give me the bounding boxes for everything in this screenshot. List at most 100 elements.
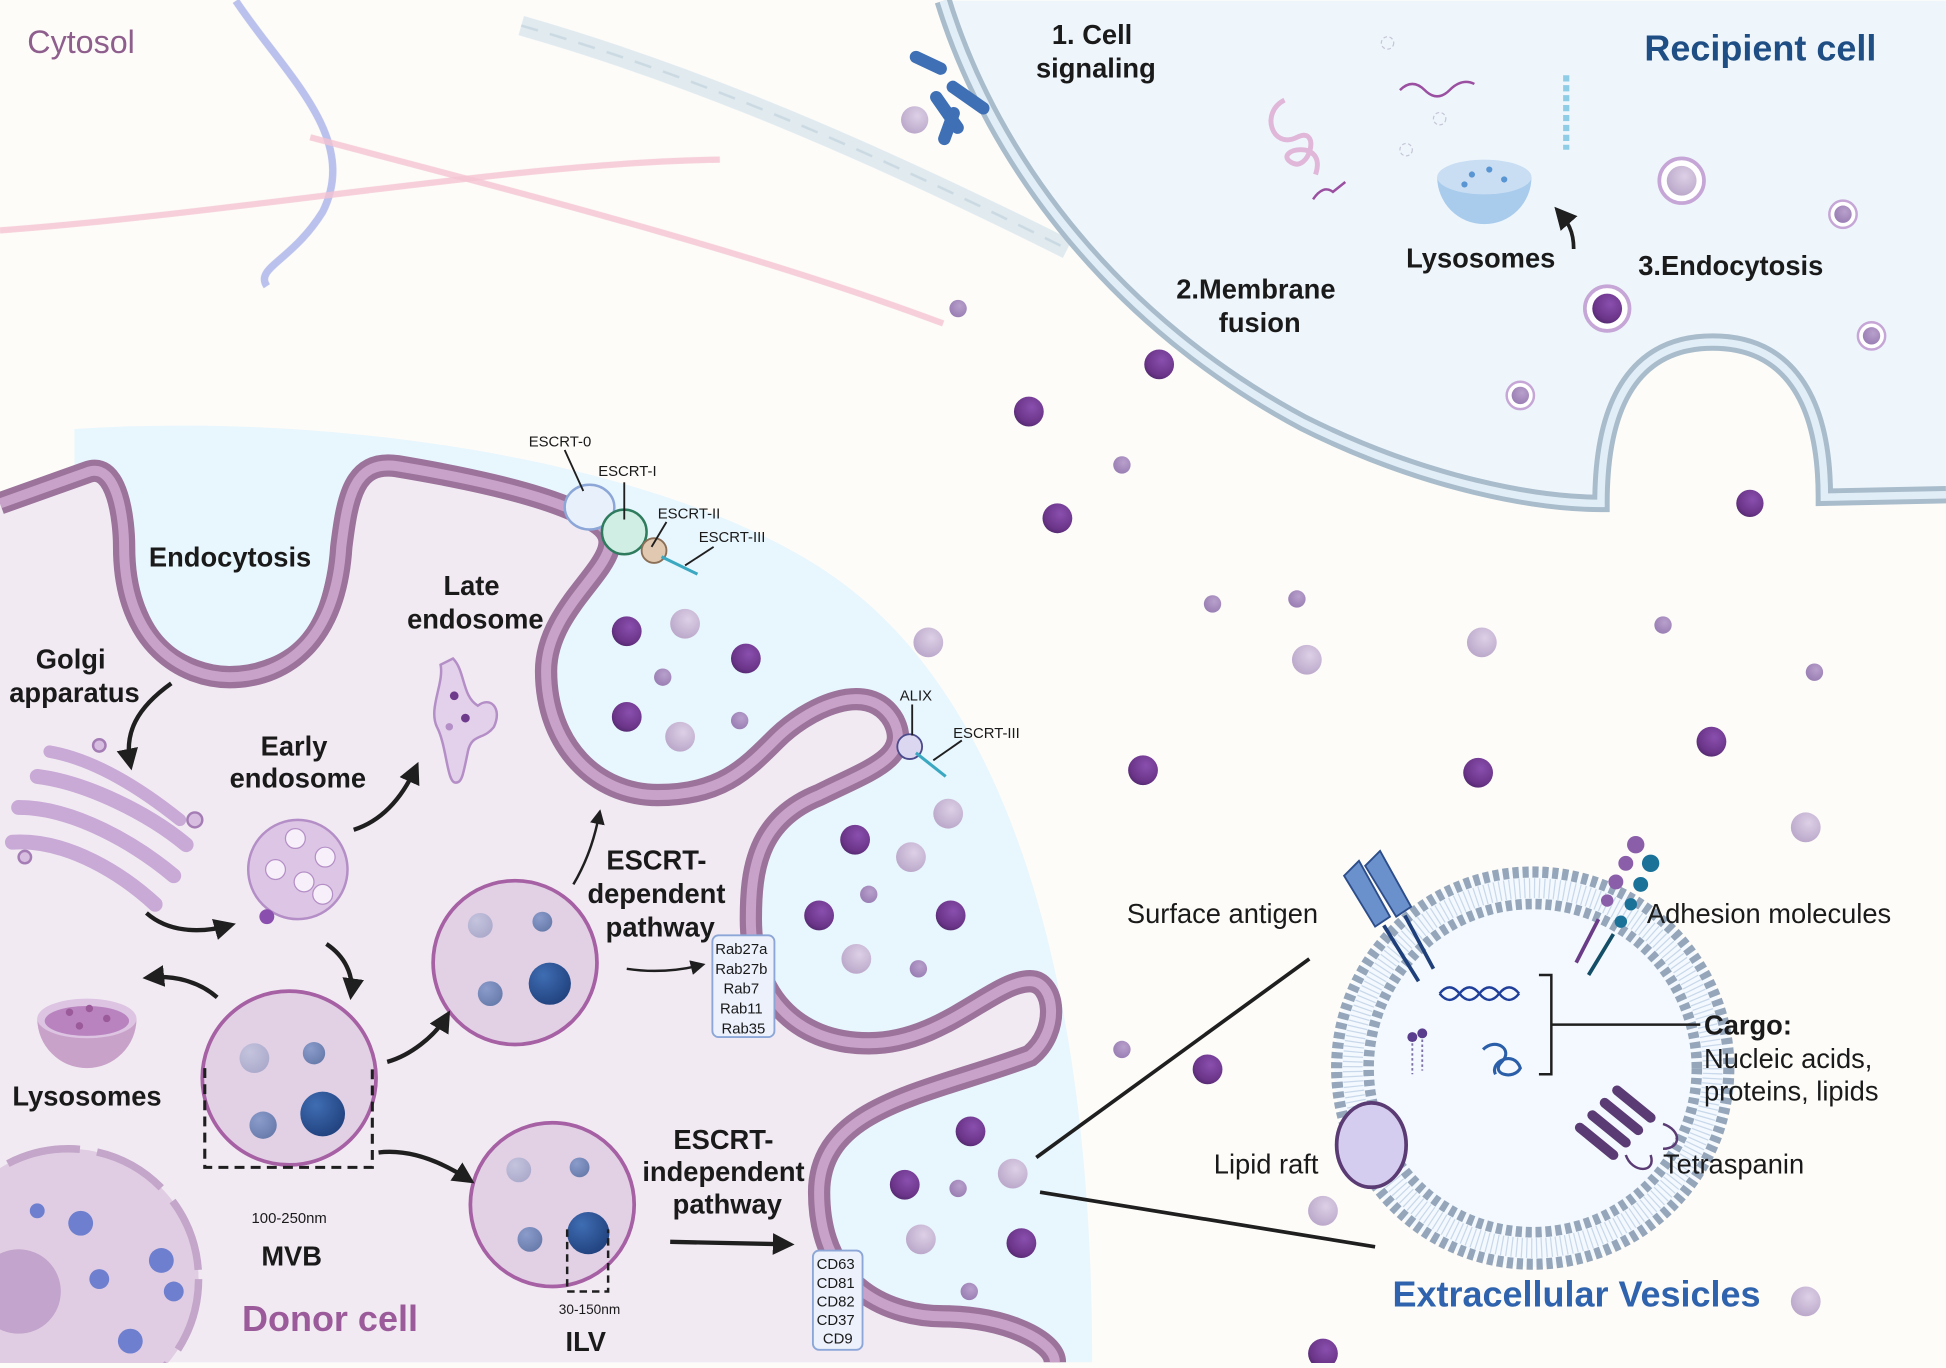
ev-particle-light — [997, 1158, 1028, 1189]
ev-particle-dark — [1192, 1054, 1223, 1085]
mvb-label: MVB — [261, 1240, 322, 1271]
escrt-dependent-label: ESCRT- dependent pathway — [587, 845, 733, 943]
ev-particle-light — [665, 721, 695, 752]
mvb-icon — [200, 989, 378, 1169]
ev-particle-light — [896, 842, 926, 873]
ev-particle-light — [949, 299, 967, 318]
ev-particle-light — [1654, 616, 1672, 634]
rab-protein-list: Rab27a Rab27b Rab7 Rab11 Rab35 — [711, 934, 776, 1038]
cargo-description: Nucleic acids, proteins, lipids — [1704, 1043, 1880, 1106]
ev-particle-light — [1288, 590, 1306, 608]
ev-particle-light — [860, 885, 878, 904]
ev-particle-light — [670, 608, 700, 639]
escrt-1-label: ESCRT-I — [598, 464, 656, 480]
ev-particle-dark — [611, 616, 642, 647]
ev-particle-dark — [935, 900, 966, 931]
svg-text:Rab27a Rab27b Rab7: Rab27a Rab27b Rab7 Rab11 Rab35 — [715, 942, 771, 1037]
ev-particle-light — [654, 668, 672, 686]
recipient-cell-label: Recipient cell — [1644, 27, 1876, 68]
ev-particle-light — [1790, 1286, 1821, 1317]
recipient-cargo-icons — [1268, 36, 1570, 201]
late-endosome-icon — [433, 657, 499, 784]
alix-label: ALIX — [900, 689, 932, 705]
ev-particle-field — [611, 299, 1824, 1368]
pathway-arrows — [116, 681, 795, 1255]
ev-particle-dark — [1696, 726, 1727, 757]
ilv-size-label: 30-150nm — [559, 1302, 620, 1317]
ev-particle-light — [841, 943, 872, 974]
escrt-independent-label: ESCRT- independent pathway — [642, 1124, 812, 1220]
svg-text:CD63 CD81 CD82: CD63 CD81 CD82 CD37 CD9 — [817, 1257, 859, 1347]
ev-structure-icon — [1331, 836, 1735, 1270]
late-endosome-label: Late endosome — [407, 570, 544, 635]
ev-particle-dark — [889, 1169, 920, 1200]
ev-particle-dark — [1006, 1228, 1037, 1258]
ev-particle-light — [1113, 1040, 1131, 1059]
ev-particle-light — [960, 1282, 978, 1301]
cytoskeleton-filaments — [0, 0, 1072, 327]
ev-particle-light — [949, 1179, 967, 1198]
ev-particle-dark — [1308, 1338, 1338, 1368]
tetraspanin-label: Tetraspanin — [1663, 1149, 1804, 1180]
cytosol-label: Cytosol — [27, 24, 135, 60]
adhesion-molecules-label: Adhesion molecules — [1647, 898, 1891, 929]
escrt-independent-mvb-icon — [468, 1120, 637, 1293]
ev-particle-dark — [804, 900, 834, 931]
ev-particle-dark — [955, 1116, 986, 1147]
donor-lysosomes-label: Lysosomes — [12, 1080, 161, 1111]
ev-particle-light — [1805, 663, 1824, 681]
endocytosis-label: Endocytosis — [149, 542, 311, 573]
escrt-dependent-mvb-icon — [431, 878, 599, 1047]
alix-escrt-3-label: ESCRT-III — [953, 726, 1020, 742]
ev-particle-light — [933, 798, 964, 829]
recipient-cell — [934, 0, 1946, 513]
mvb-size-label: 100-250nm — [252, 1211, 327, 1227]
ev-particle-dark — [611, 701, 642, 732]
golgi-label: Golgi apparatus — [9, 643, 139, 708]
early-endosome-icon — [246, 818, 349, 925]
escrt-2-label: ESCRT-II — [658, 506, 721, 522]
ev-particle-dark — [1144, 349, 1175, 380]
endocytosis-to-lysosome-arrow — [1554, 206, 1578, 250]
donor-cell-label: Donor cell — [242, 1298, 418, 1339]
tetraspanin-marker-list: CD63 CD81 CD82 CD37 CD9 — [811, 1249, 864, 1351]
cargo-title: Cargo: — [1704, 1010, 1792, 1041]
ev-particle-dark — [1042, 503, 1073, 534]
donor-lysosome-icon — [37, 998, 137, 1069]
receptor-icon — [909, 50, 990, 146]
ev-particle-dark — [1128, 755, 1158, 786]
ev-particle-light — [913, 627, 944, 658]
golgi-apparatus-icon — [4, 737, 204, 912]
lipid-raft-label: Lipid raft — [1214, 1149, 1319, 1180]
zoom-connector-lines — [1035, 957, 1376, 1249]
recipient-lysosomes-label: Lysosomes — [1406, 243, 1555, 274]
ev-particle-dark — [1463, 757, 1494, 788]
ev-particle-light — [1790, 812, 1821, 843]
ev-particle — [901, 106, 929, 134]
escrt-3-label: ESCRT-III — [699, 530, 766, 546]
ev-particle-light — [1308, 1195, 1338, 1226]
membrane-fusion-label: 2.Membrane fusion — [1176, 274, 1343, 339]
early-endosome-label: Early endosome — [230, 730, 367, 793]
ev-particle-light — [730, 711, 749, 730]
ev-particle-light — [1113, 456, 1131, 474]
ev-particle-light — [905, 1224, 936, 1255]
escrt-machinery-icon — [563, 449, 963, 778]
escrt-0-label: ESCRT-0 — [529, 434, 592, 450]
nucleus-icon — [0, 1145, 203, 1368]
ev-particle-light — [909, 960, 928, 978]
cell-signaling-label: 1. Cell signaling — [1036, 19, 1156, 84]
surface-antigen-label: Surface antigen — [1127, 898, 1318, 929]
endocytosed-vesicles — [1505, 156, 1887, 518]
ev-particle-dark — [1013, 396, 1044, 427]
endocytosis-uptake-label: 3.Endocytosis — [1638, 250, 1823, 281]
ev-particle-light — [1203, 595, 1222, 613]
ev-particle-light — [1466, 627, 1497, 658]
ev-particle-dark — [840, 824, 870, 855]
ilv-label: ILV — [566, 1326, 607, 1357]
ev-particle-dark — [730, 643, 761, 674]
extracellular-vesicles-label: Extracellular Vesicles — [1392, 1273, 1760, 1314]
recipient-lysosome-icon — [1437, 159, 1532, 225]
